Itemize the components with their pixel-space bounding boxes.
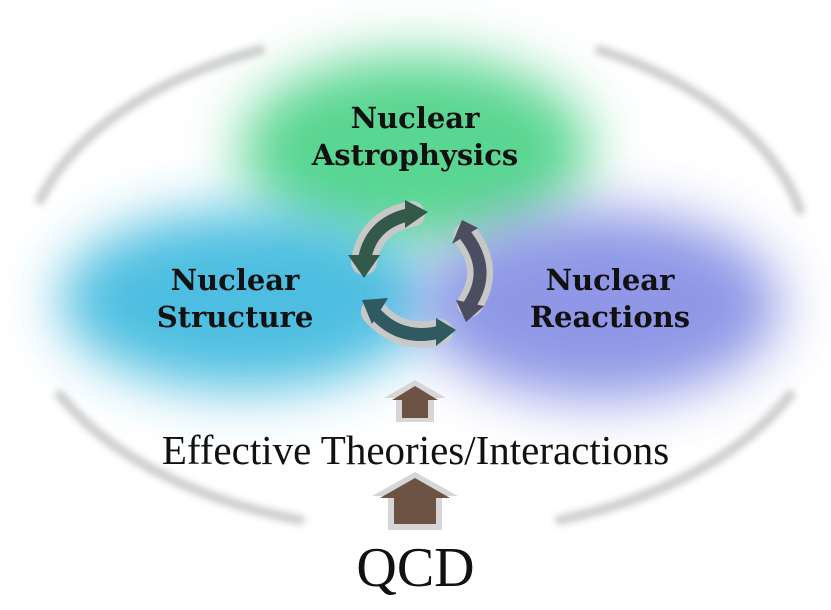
up-arrow-upper <box>384 380 446 422</box>
blob-reactions <box>420 210 780 400</box>
up-arrow-icon <box>372 472 458 530</box>
cycle-arrow-icon <box>362 298 456 346</box>
cycle-arrow-icon <box>348 200 428 278</box>
label-line-2: Structure <box>156 300 314 334</box>
label-nuclear-structure: Nuclear Structure <box>120 262 350 336</box>
up-arrow-lower <box>372 472 458 530</box>
blob-structure <box>60 210 430 390</box>
cycle-arrow-icon <box>452 220 487 322</box>
label-line-1: Nuclear <box>545 263 675 297</box>
label-nuclear-reactions: Nuclear Reactions <box>495 262 725 336</box>
label-line-1: Nuclear <box>350 101 480 135</box>
label-nuclear-astrophysics: Nuclear Astrophysics <box>290 100 540 174</box>
label-line-1: Nuclear <box>170 263 300 297</box>
label-line-2: Astrophysics <box>311 138 519 172</box>
label-effective-theories: Effective Theories/Interactions <box>161 427 670 473</box>
label-line-2: Reactions <box>529 300 691 334</box>
cycle-arrows <box>348 200 494 348</box>
blob-astrophysics <box>240 55 590 245</box>
up-arrow-icon <box>384 380 446 422</box>
label-qcd: QCD <box>356 537 475 599</box>
outer-ring <box>35 45 805 525</box>
